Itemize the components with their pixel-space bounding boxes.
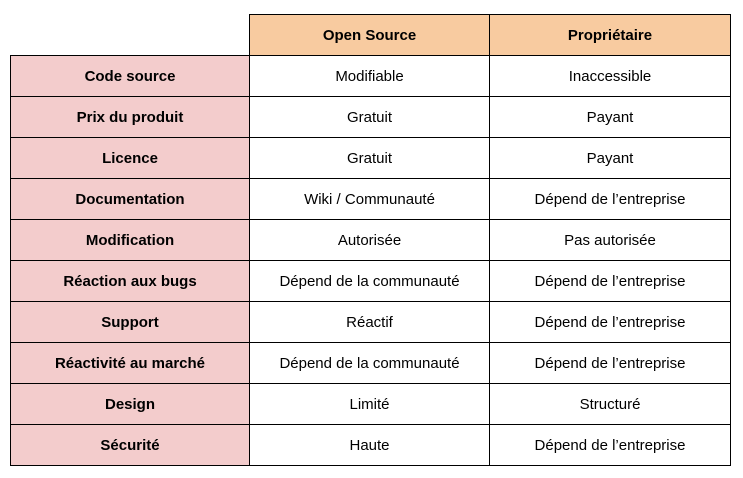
table-row: Documentation Wiki / Communauté Dépend d… — [10, 178, 731, 220]
table-row: Sécurité Haute Dépend de l’entreprise — [10, 424, 731, 466]
table-row: Prix du produit Gratuit Payant — [10, 96, 731, 138]
header-row: Open Source Propriétaire — [10, 14, 731, 56]
empty-corner-cell — [10, 14, 250, 56]
table-row: Licence Gratuit Payant — [10, 137, 731, 179]
table-row: Réactivité au marché Dépend de la commun… — [10, 342, 731, 384]
open-source-cell: Haute — [249, 424, 490, 466]
table-row: Support Réactif Dépend de l’entreprise — [10, 301, 731, 343]
proprietaire-cell: Payant — [489, 137, 731, 179]
proprietaire-cell: Structuré — [489, 383, 731, 425]
open-source-cell: Dépend de la communauté — [249, 342, 490, 384]
table-row: Réaction aux bugs Dépend de la communaut… — [10, 260, 731, 302]
comparison-table: Open Source Propriétaire Code source Mod… — [10, 14, 731, 466]
proprietaire-cell: Dépend de l’entreprise — [489, 178, 731, 220]
proprietaire-cell: Payant — [489, 96, 731, 138]
proprietaire-cell: Dépend de l’entreprise — [489, 260, 731, 302]
open-source-cell: Réactif — [249, 301, 490, 343]
proprietaire-cell: Dépend de l’entreprise — [489, 424, 731, 466]
column-header-open-source: Open Source — [249, 14, 490, 56]
row-header: Modification — [10, 219, 250, 261]
column-header-proprietaire: Propriétaire — [489, 14, 731, 56]
row-header: Réaction aux bugs — [10, 260, 250, 302]
open-source-cell: Gratuit — [249, 96, 490, 138]
row-header: Code source — [10, 55, 250, 97]
row-header: Prix du produit — [10, 96, 250, 138]
row-header: Design — [10, 383, 250, 425]
row-header: Support — [10, 301, 250, 343]
open-source-cell: Autorisée — [249, 219, 490, 261]
proprietaire-cell: Inaccessible — [489, 55, 731, 97]
table-row: Design Limité Structuré — [10, 383, 731, 425]
table-row: Modification Autorisée Pas autorisée — [10, 219, 731, 261]
open-source-cell: Wiki / Communauté — [249, 178, 490, 220]
row-header: Documentation — [10, 178, 250, 220]
row-header: Licence — [10, 137, 250, 179]
open-source-cell: Gratuit — [249, 137, 490, 179]
proprietaire-cell: Dépend de l’entreprise — [489, 301, 731, 343]
row-header: Réactivité au marché — [10, 342, 250, 384]
row-header: Sécurité — [10, 424, 250, 466]
open-source-cell: Dépend de la communauté — [249, 260, 490, 302]
open-source-cell: Modifiable — [249, 55, 490, 97]
table-row: Code source Modifiable Inaccessible — [10, 55, 731, 97]
proprietaire-cell: Dépend de l’entreprise — [489, 342, 731, 384]
open-source-cell: Limité — [249, 383, 490, 425]
proprietaire-cell: Pas autorisée — [489, 219, 731, 261]
